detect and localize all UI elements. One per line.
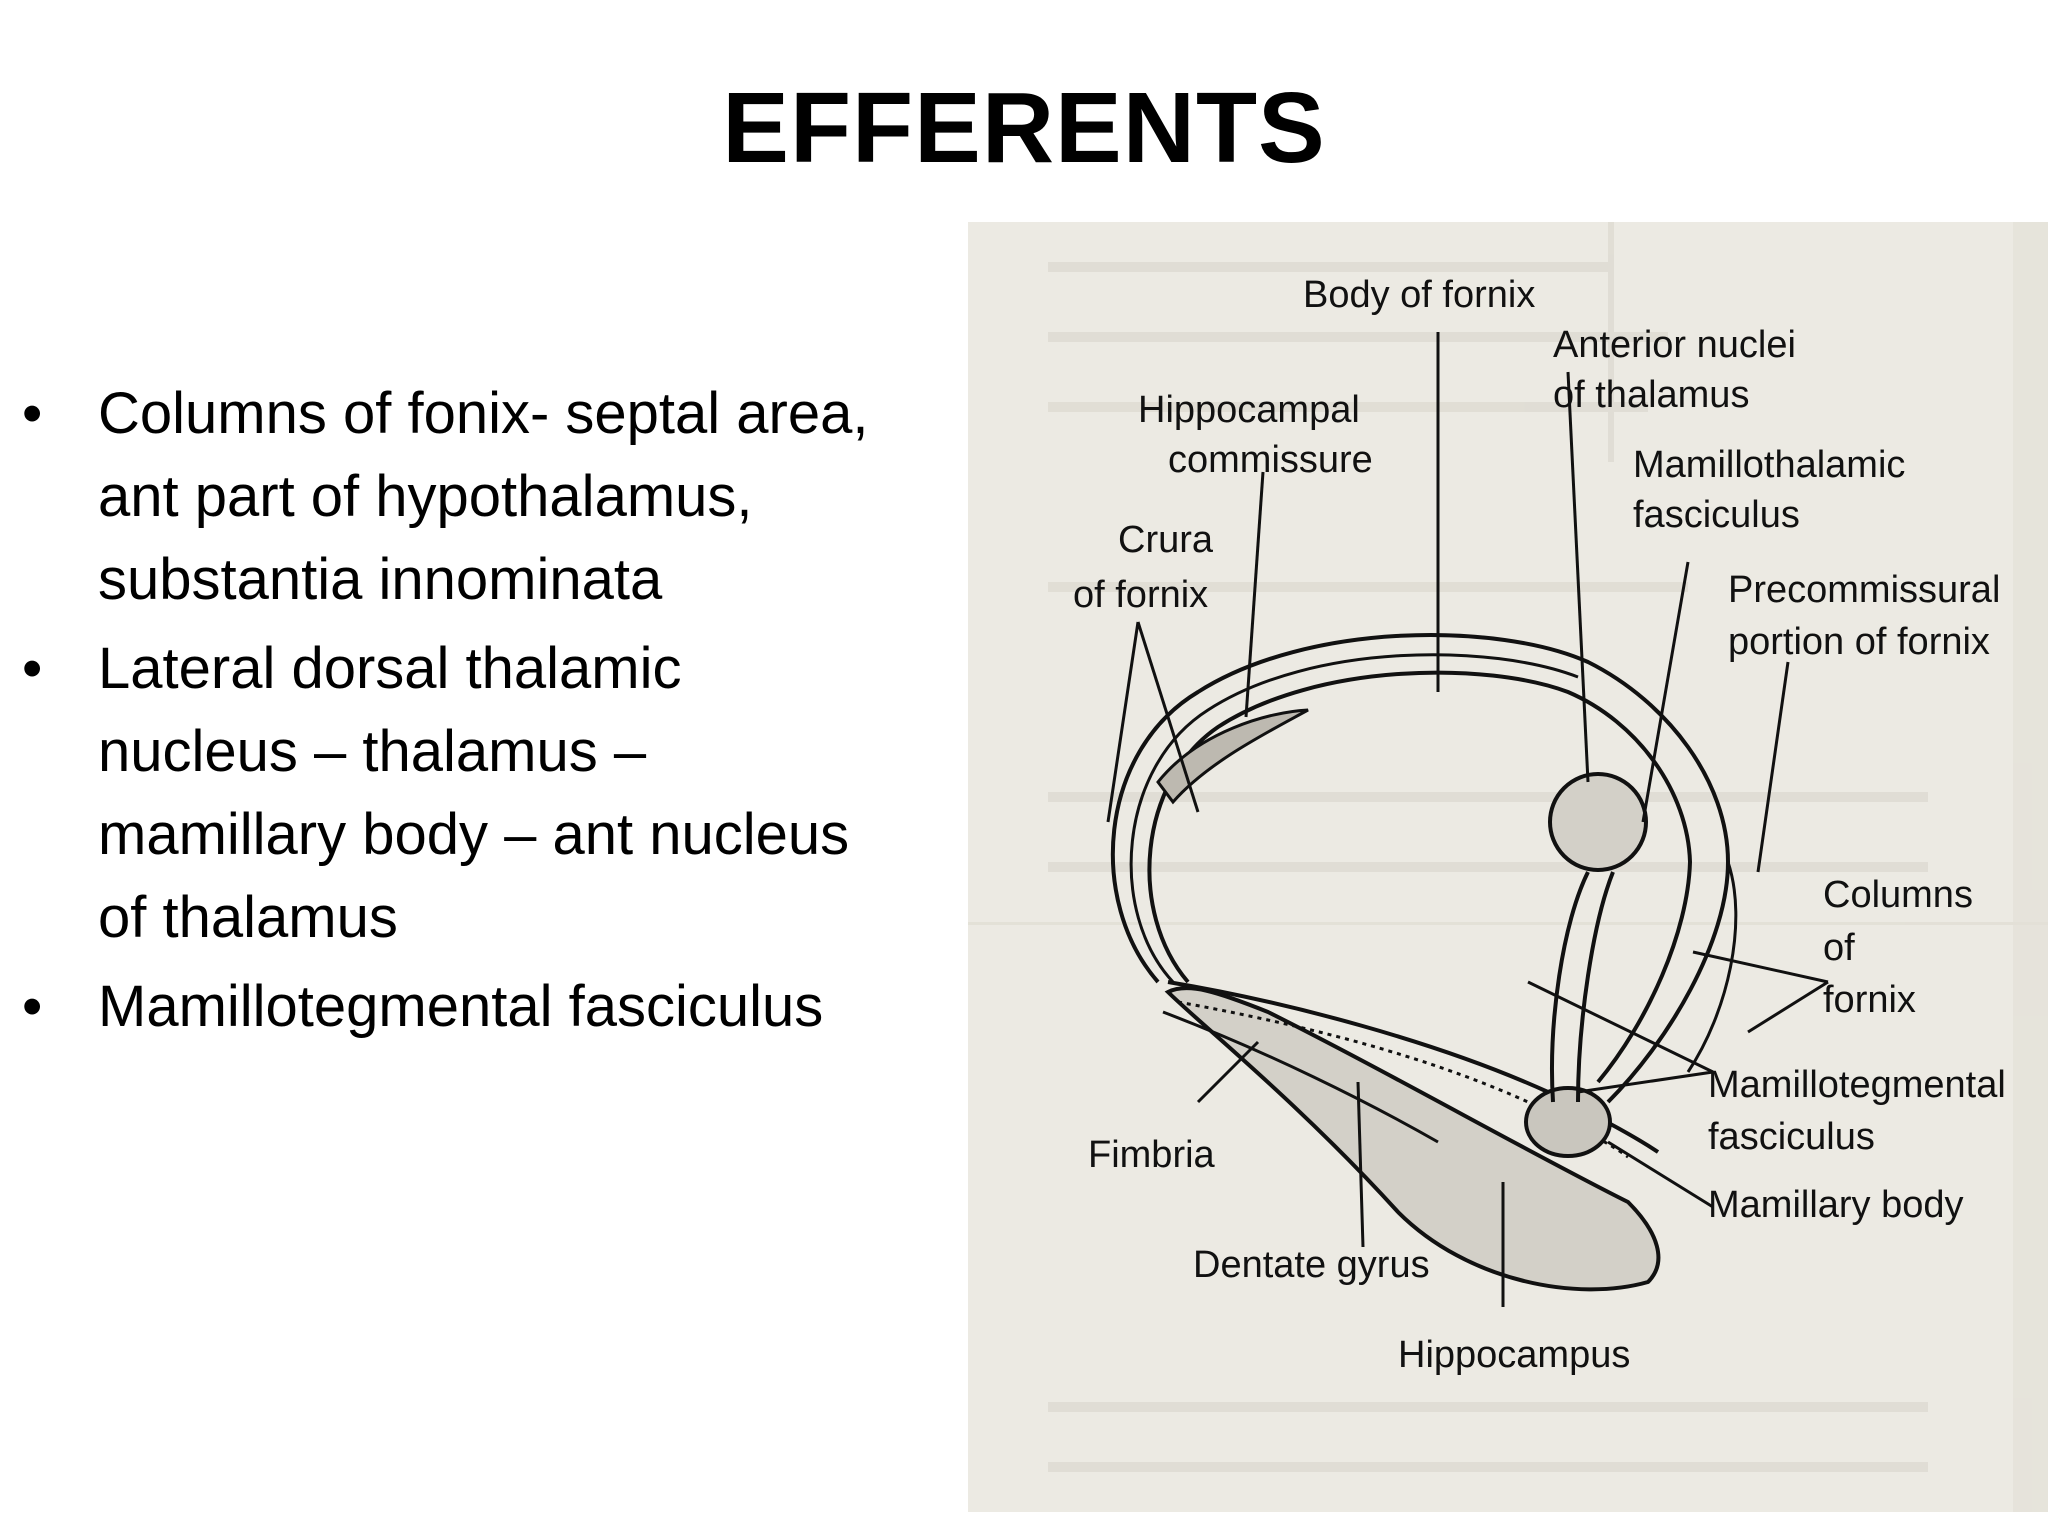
label-columns-2: of: [1823, 927, 1855, 969]
mamillary-body-shape: [1524, 1086, 1612, 1158]
column-of-fornix-inner: [1596, 861, 1692, 1084]
label-columns-3: fornix: [1823, 979, 1916, 1021]
fornix-arch-outer: [1111, 632, 1730, 984]
page-texture: [968, 222, 2048, 1512]
label-dentate-gyrus: Dentate gyrus: [1193, 1244, 1430, 1286]
label-mamillothalamic-2: fasciculus: [1633, 494, 1800, 536]
fornix-arch-mid: [1129, 653, 1579, 984]
label-fimbria: Fimbria: [1088, 1134, 1216, 1176]
bullet-item: Lateral dorsal thalamic nucleus – thalam…: [22, 627, 882, 959]
anterior-nucleus-shape: [1548, 772, 1648, 872]
label-mamillothalamic: Mamillothalamic: [1633, 444, 1905, 486]
mamillothalamic-tract: [1550, 871, 1590, 1103]
leader-lines: [1106, 332, 1829, 1307]
label-mamillary-body: Mamillary body: [1708, 1184, 1964, 1226]
dentate-gyrus-shape: [1177, 1000, 1629, 1159]
bullet-item: Mamillotegmental fasciculus: [22, 965, 882, 1048]
label-hippocampal-commissure: Hippocampal: [1138, 389, 1360, 431]
hippocampal-commissure-shape: [1156, 708, 1309, 805]
slide-title: EFFERENTS: [722, 72, 1326, 184]
label-crura: Crura: [1118, 519, 1214, 561]
bullet-list: Columns of fonix- septal area, ant part …: [22, 372, 882, 1054]
label-hippocampal-commissure-2: commissure: [1168, 439, 1373, 481]
label-mamillotegmental-2: fasciculus: [1708, 1116, 1875, 1158]
label-body-of-fornix: Body of fornix: [1303, 274, 1535, 316]
label-columns: Columns: [1823, 874, 1973, 916]
label-mamillotegmental: Mamillotegmental: [1708, 1064, 2006, 1106]
column-of-fornix: [1606, 861, 1730, 1104]
label-anterior-nuclei-2: of thalamus: [1553, 374, 1749, 416]
fornix-arch-inner: [1147, 670, 1692, 984]
fimbria-shape: [1167, 980, 1660, 1154]
label-precommissural: Precommissural: [1728, 569, 2000, 611]
label-anterior-nuclei: Anterior nuclei: [1553, 324, 1796, 366]
label-precommissural-2: portion of fornix: [1728, 621, 1990, 663]
hippocampus-shape: [1164, 986, 1661, 1292]
label-hippocampus: Hippocampus: [1398, 1334, 1630, 1376]
label-crura-2: of fornix: [1073, 574, 1208, 616]
fimbria-shape-lower: [1162, 1010, 1439, 1144]
precommissural-branch: [1686, 861, 1738, 1073]
fornix-diagram: Body of fornix Anterior nuclei of thalam…: [968, 222, 2048, 1512]
bullet-item: Columns of fonix- septal area, ant part …: [22, 372, 882, 621]
mamillothalamic-tract-2: [1576, 871, 1615, 1103]
